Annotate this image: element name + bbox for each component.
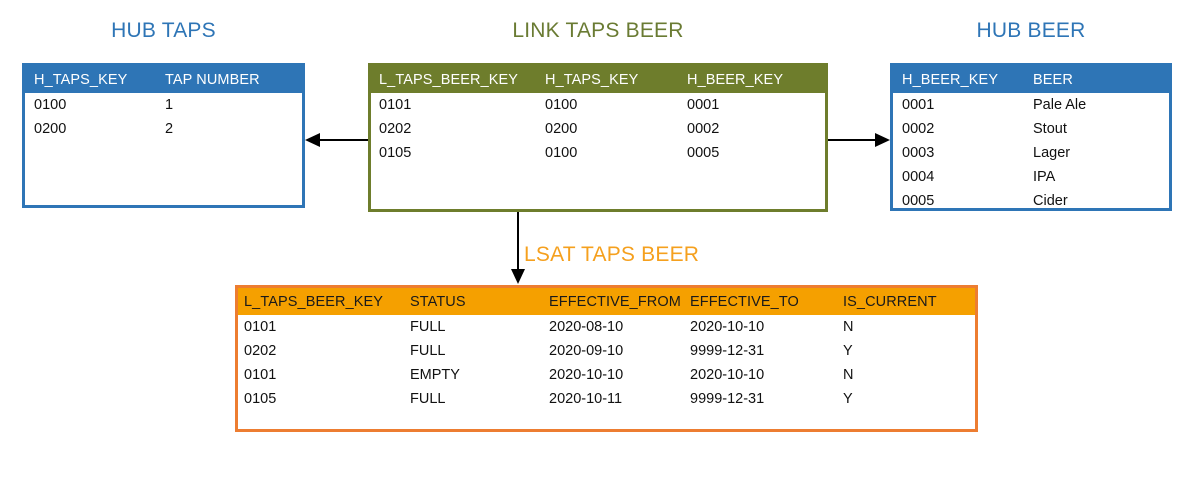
connector-line	[828, 139, 878, 141]
cell-effective-to: 9999-12-31	[690, 391, 765, 407]
column-header-effective-to: EFFECTIVE_TO	[690, 293, 799, 310]
cell-beer-name: Lager	[1033, 145, 1071, 161]
column-header-is-current: IS_CURRENT	[843, 293, 937, 310]
column-header-status: STATUS	[410, 293, 466, 310]
column-header-tap-number: TAP NUMBER	[165, 71, 260, 88]
cell-beer-name: Stout	[1033, 121, 1067, 137]
column-header-l-taps-beer-key: L_TAPS_BEER_KEY	[244, 293, 384, 310]
column-header-beer: BEER	[1033, 71, 1073, 88]
lsat-taps-beer-title: LSAT TAPS BEER	[524, 243, 700, 266]
cell-effective-from: 2020-08-10	[549, 319, 624, 335]
link-taps-beer-body: 0101 0100 0001 0202 0200 0002 0105 0100 …	[371, 93, 825, 165]
table-row: 0001 Pale Ale	[893, 93, 1169, 117]
table-row: 0005 Cider	[893, 189, 1169, 213]
cell-taps-key: 0100	[545, 97, 578, 113]
table-row: 0003 Lager	[893, 141, 1169, 165]
cell-status: FULL	[410, 343, 446, 359]
connector-link-to-lsat	[510, 212, 526, 285]
cell-status: FULL	[410, 391, 446, 407]
table-row: 0004 IPA	[893, 165, 1169, 189]
cell-effective-from: 2020-09-10	[549, 343, 624, 359]
hub-taps-header-row: H_TAPS_KEY TAP NUMBER	[25, 66, 302, 93]
table-row: 0101 0100 0001	[371, 93, 825, 117]
hub-beer-table: H_BEER_KEY BEER 0001 Pale Ale 0002 Stout…	[890, 63, 1172, 211]
cell-beer-key: 0002	[687, 121, 720, 137]
cell-effective-from: 2020-10-11	[549, 391, 623, 407]
cell-key: 0002	[902, 121, 935, 137]
cell-link-key: 0101	[244, 367, 277, 383]
column-header-h-beer-key: H_BEER_KEY	[687, 71, 784, 88]
cell-link-key: 0101	[379, 97, 412, 113]
link-taps-beer-title: LINK TAPS BEER	[512, 19, 684, 42]
arrow-head-down	[511, 269, 525, 284]
table-row: 0105 0100 0005	[371, 141, 825, 165]
arrow-head-right	[875, 133, 890, 147]
cell-tap-number: 2	[165, 121, 174, 137]
hub-beer-body: 0001 Pale Ale 0002 Stout 0003 Lager 0004…	[893, 93, 1169, 213]
table-row: 0200 2	[25, 117, 302, 141]
cell-status: EMPTY	[410, 367, 460, 383]
hub-beer-title: HUB BEER	[976, 19, 1086, 42]
column-header-h-taps-key: H_TAPS_KEY	[545, 71, 639, 88]
cell-effective-to: 9999-12-31	[690, 343, 765, 359]
connector-line	[517, 212, 519, 272]
cell-key: 0005	[902, 193, 935, 209]
arrow-head-left	[305, 133, 320, 147]
connector-link-to-hub-beer	[828, 132, 890, 148]
column-header-h-beer-key: H_BEER_KEY	[902, 71, 999, 88]
lsat-taps-beer-table: L_TAPS_BEER_KEY STATUS EFFECTIVE_FROM EF…	[235, 285, 978, 432]
hub-taps-table: H_TAPS_KEY TAP NUMBER 0100 1 0200 2	[22, 63, 305, 208]
cell-effective-from: 2020-10-10	[549, 367, 624, 383]
connector-line	[317, 139, 368, 141]
cell-beer-key: 0001	[687, 97, 720, 113]
lsat-taps-beer-body: 0101 FULL 2020-08-10 2020-10-10 N 0202 F…	[238, 315, 975, 411]
cell-status: FULL	[410, 319, 446, 335]
column-header-l-taps-beer-key: L_TAPS_BEER_KEY	[379, 71, 519, 88]
table-row: 0100 1	[25, 93, 302, 117]
cell-taps-key: 0200	[545, 121, 578, 137]
column-header-h-taps-key: H_TAPS_KEY	[34, 71, 128, 88]
table-row: 0101 EMPTY 2020-10-10 2020-10-10 N	[238, 363, 975, 387]
hub-taps-body: 0100 1 0200 2	[25, 93, 302, 141]
link-taps-beer-table: L_TAPS_BEER_KEY H_TAPS_KEY H_BEER_KEY 01…	[368, 63, 828, 212]
table-row: 0002 Stout	[893, 117, 1169, 141]
table-row: 0202 FULL 2020-09-10 9999-12-31 Y	[238, 339, 975, 363]
cell-is-current: Y	[843, 343, 853, 359]
table-row: 0101 FULL 2020-08-10 2020-10-10 N	[238, 315, 975, 339]
cell-is-current: Y	[843, 391, 853, 407]
cell-link-key: 0202	[379, 121, 412, 137]
cell-tap-number: 1	[165, 97, 174, 113]
cell-effective-to: 2020-10-10	[690, 319, 765, 335]
cell-link-key: 0202	[244, 343, 277, 359]
cell-effective-to: 2020-10-10	[690, 367, 765, 383]
cell-link-key: 0105	[244, 391, 277, 407]
cell-beer-key: 0005	[687, 145, 720, 161]
cell-key: 0200	[34, 121, 67, 137]
cell-link-key: 0105	[379, 145, 412, 161]
cell-key: 0001	[902, 97, 935, 113]
cell-beer-name: Pale Ale	[1033, 97, 1087, 113]
cell-is-current: N	[843, 319, 854, 335]
connector-link-to-hub-taps	[305, 132, 368, 148]
cell-taps-key: 0100	[545, 145, 578, 161]
lsat-taps-beer-header-row: L_TAPS_BEER_KEY STATUS EFFECTIVE_FROM EF…	[238, 288, 975, 315]
cell-key: 0100	[34, 97, 67, 113]
hub-taps-title: HUB TAPS	[111, 19, 216, 42]
column-header-effective-from: EFFECTIVE_FROM	[549, 293, 681, 310]
hub-beer-header-row: H_BEER_KEY BEER	[893, 66, 1169, 93]
cell-beer-name: IPA	[1033, 169, 1056, 185]
cell-key: 0004	[902, 169, 935, 185]
cell-link-key: 0101	[244, 319, 277, 335]
cell-is-current: N	[843, 367, 854, 383]
link-taps-beer-header-row: L_TAPS_BEER_KEY H_TAPS_KEY H_BEER_KEY	[371, 66, 825, 93]
cell-key: 0003	[902, 145, 935, 161]
table-row: 0202 0200 0002	[371, 117, 825, 141]
cell-beer-name: Cider	[1033, 193, 1068, 209]
table-row: 0105 FULL 2020-10-11 9999-12-31 Y	[238, 387, 975, 411]
